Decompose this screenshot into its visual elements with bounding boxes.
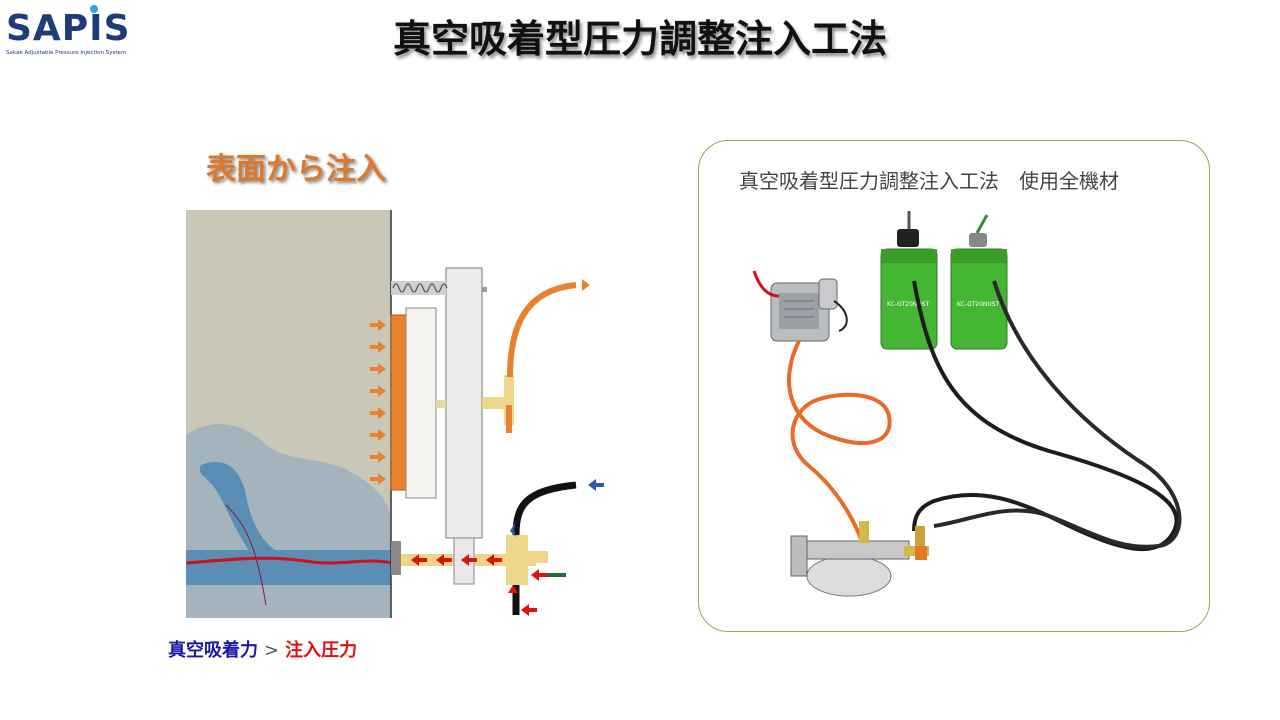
vacuum-hose — [507, 282, 577, 378]
black-hose-1 — [912, 280, 1179, 552]
injection-tee — [506, 535, 528, 585]
injection-arrows — [411, 554, 547, 616]
panel-title: 真空吸着型圧力調整注入工法 使用全機材 — [739, 169, 1119, 193]
orange-hose — [787, 340, 892, 572]
vacuum-pump — [770, 278, 848, 342]
equipment-photo: KC-GT20NUST KC-GT20NUST — [752, 211, 1182, 597]
svg-text:KC-GT20NUST: KC-GT20NUST — [887, 301, 930, 308]
injector-body — [445, 267, 483, 539]
pressure-tank-1: KC-GT20NUST — [880, 211, 938, 350]
svg-text:KC-GT20NUST: KC-GT20NUST — [957, 301, 1000, 308]
suction-arrows — [370, 319, 386, 485]
logo-subtitle: Sakae Adjustable Pressure Injection Syst… — [6, 50, 127, 56]
caption-gt: > — [264, 640, 280, 661]
equipment-panel: 真空吸着型圧力調整注入工法 使用全機材 KC-GT20NUST KC-GT20N… — [698, 140, 1210, 632]
pressure-caption: 真空吸着力 >注入圧力 — [168, 636, 357, 662]
crack-band — [186, 550, 391, 585]
crack-branch — [199, 461, 286, 560]
caption-injection-pressure: 注入圧力 — [285, 640, 358, 661]
logo-dot — [90, 5, 98, 13]
logo-text: SAPIS — [6, 8, 131, 49]
resin-flow — [186, 556, 392, 565]
injection-diagram — [186, 210, 604, 618]
black-hose-2 — [933, 280, 1182, 549]
sapis-logo: SAPIS Sakae Adjustable Pressure Injectio… — [6, 2, 130, 62]
injection-device — [790, 521, 929, 597]
vacuum-pad — [390, 314, 407, 491]
section-title: 表面から注入 — [206, 152, 386, 187]
suction-plate — [405, 307, 437, 499]
page-title: 真空吸着型圧力調整注入工法 — [392, 17, 887, 61]
caption-vacuum-force: 真空吸着力 — [168, 640, 258, 661]
pressure-tank-2: KC-GT20NUST — [950, 214, 1008, 350]
supply-hose — [512, 481, 577, 536]
